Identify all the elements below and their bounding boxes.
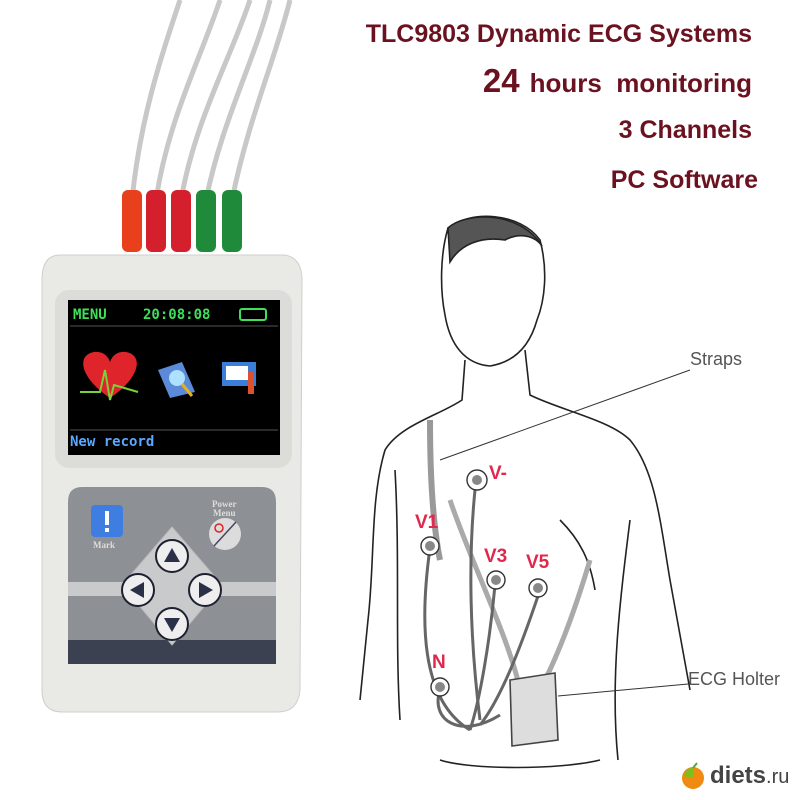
electrode-n: N bbox=[432, 652, 446, 673]
electrode-v3: V3 bbox=[484, 546, 508, 567]
heart-ecg-icon bbox=[83, 351, 137, 398]
holter-box bbox=[509, 672, 559, 747]
monitoring-duration: 24 hours monitoring bbox=[483, 62, 752, 100]
ecg-device bbox=[41, 254, 303, 713]
product-title: TLC9803 Dynamic ECG Systems bbox=[365, 20, 752, 48]
electrode-v1: V1 bbox=[415, 512, 439, 533]
lead-cables bbox=[129, 0, 293, 201]
settings-tools-icon bbox=[222, 362, 256, 394]
search-records-icon bbox=[158, 362, 195, 398]
power-label: Power bbox=[212, 499, 237, 509]
diets-ru-watermark: diets.ru bbox=[680, 762, 789, 790]
channels-text: 3 Channels bbox=[618, 116, 752, 144]
apple-icon bbox=[682, 762, 704, 789]
hours-number: 24 bbox=[482, 62, 520, 99]
mark-label: Mark bbox=[93, 540, 115, 550]
menu-label: Menu bbox=[213, 508, 236, 518]
screen-menu-label: MENU bbox=[73, 307, 107, 323]
hours-text: hours monitoring bbox=[529, 68, 752, 98]
screen-status: New record bbox=[70, 434, 155, 450]
watermark-name: diets bbox=[710, 762, 767, 789]
screen-time: 20:08:08 bbox=[143, 307, 211, 323]
software-text: PC Software bbox=[610, 166, 758, 194]
electrode-v-minus: V- bbox=[489, 463, 507, 484]
holter-label: ECG Holter bbox=[688, 669, 781, 689]
watermark-tld: .ru bbox=[766, 766, 790, 788]
electrode-v5: V5 bbox=[526, 552, 550, 573]
man-illustration bbox=[359, 215, 691, 769]
straps-label: Straps bbox=[690, 349, 743, 369]
battery-icon bbox=[239, 308, 267, 321]
lead-connectors bbox=[122, 190, 242, 252]
